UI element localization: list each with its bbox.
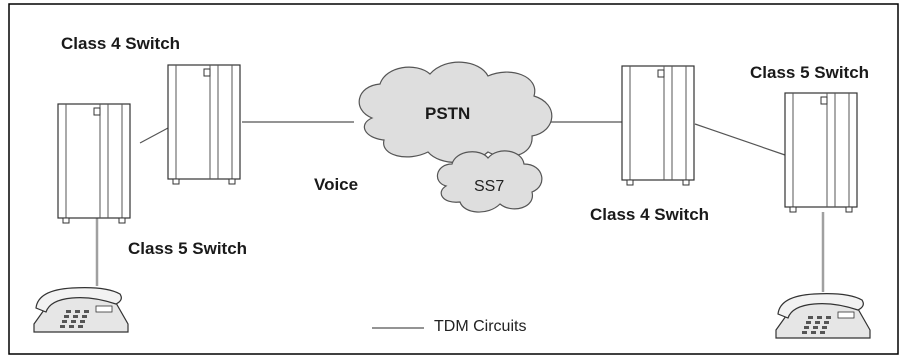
telephone-left-icon [33,287,129,333]
ss7-cloud [436,150,543,213]
label-class4-switch-right: Class 4 Switch [590,205,710,224]
tdm-links [139,121,786,156]
label-pstn: PSTN [425,104,471,123]
link-class4-right-to-class5-right [694,123,786,156]
link-class5-left-to-class4-left [139,127,169,144]
class5-switch-left [57,103,131,224]
label-voice: Voice [314,175,359,194]
legend-label: TDM Circuits [434,318,527,335]
diagram-frame [8,3,899,355]
label-class5-switch-left: Class 5 Switch [128,239,248,258]
phone-cables [95,212,825,292]
class4-switch-right [621,65,695,186]
label-class5-switch-right: Class 5 Switch [750,63,870,82]
class4-switch-left [167,64,241,185]
label-class4-switch-left: Class 4 Switch [61,34,181,53]
label-ss7: SS7 [474,178,505,195]
class5-switch-right [784,92,858,213]
telephone-right-icon [775,293,871,339]
pstn-cloud [358,61,553,163]
